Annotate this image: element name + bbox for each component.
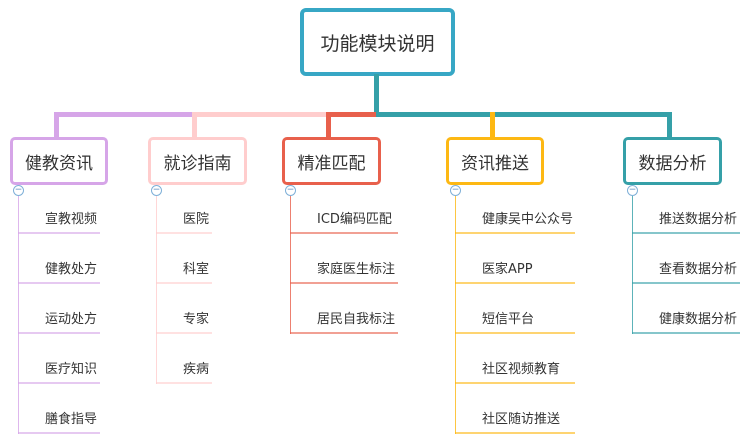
root-node[interactable]: 功能模块说明 xyxy=(300,8,455,76)
collapse-icon[interactable]: − xyxy=(627,185,638,196)
connector-line xyxy=(328,112,376,117)
connector-line xyxy=(376,112,672,117)
branch-node[interactable]: 资讯推送 xyxy=(446,137,544,185)
child-node[interactable]: 家庭医生标注 xyxy=(317,262,396,277)
child-node[interactable]: 健康数据分析 xyxy=(659,312,738,327)
branch-node[interactable]: 就诊指南 xyxy=(148,137,247,185)
collapse-icon[interactable]: − xyxy=(285,185,296,196)
collapse-icon[interactable]: − xyxy=(151,185,162,196)
child-underline xyxy=(156,282,212,284)
child-underline xyxy=(18,382,100,384)
branch-label: 精准匹配 xyxy=(297,153,366,174)
child-node[interactable]: 健教处方 xyxy=(45,262,98,277)
child-underline xyxy=(290,332,398,334)
child-underline xyxy=(18,332,100,334)
branch-label: 数据分析 xyxy=(638,153,707,174)
child-node[interactable]: 科室 xyxy=(183,262,210,277)
branch-connector xyxy=(490,112,495,138)
branch-stem xyxy=(455,196,456,434)
branch-stem xyxy=(156,196,157,384)
branch-node[interactable]: 健教资讯 xyxy=(10,137,108,185)
branch-label: 就诊指南 xyxy=(163,153,232,174)
branch-stem xyxy=(632,196,633,334)
child-node[interactable]: 医家APP xyxy=(482,262,533,277)
child-node[interactable]: 查看数据分析 xyxy=(659,262,738,277)
child-underline xyxy=(156,382,212,384)
child-node[interactable]: 推送数据分析 xyxy=(659,212,738,227)
child-underline xyxy=(156,332,212,334)
child-underline xyxy=(156,232,212,234)
child-node[interactable]: 医疗知识 xyxy=(45,362,98,377)
child-underline xyxy=(290,282,398,284)
child-node[interactable]: 社区随访推送 xyxy=(482,412,561,427)
root-connector xyxy=(374,74,379,114)
root-label: 功能模块说明 xyxy=(320,32,435,55)
child-underline xyxy=(455,232,575,234)
branch-node[interactable]: 数据分析 xyxy=(623,137,722,185)
branch-connector xyxy=(326,112,331,138)
branch-node[interactable]: 精准匹配 xyxy=(282,137,381,185)
child-underline xyxy=(632,232,740,234)
collapse-icon[interactable]: − xyxy=(450,185,461,196)
child-node[interactable]: 宣教视频 xyxy=(45,212,98,227)
child-underline xyxy=(455,432,575,434)
connector-line xyxy=(194,112,328,117)
child-node[interactable]: 运动处方 xyxy=(45,312,98,327)
branch-connector xyxy=(192,112,197,138)
branch-connector xyxy=(54,112,59,138)
branch-label: 资讯推送 xyxy=(461,153,529,174)
child-underline xyxy=(18,432,100,434)
child-node[interactable]: 医院 xyxy=(183,212,210,227)
child-underline xyxy=(18,282,100,284)
connector-line xyxy=(55,112,194,117)
child-underline xyxy=(290,232,398,234)
child-node[interactable]: 膳食指导 xyxy=(45,412,98,427)
child-underline xyxy=(18,232,100,234)
branch-label: 健教资讯 xyxy=(25,153,93,174)
child-underline xyxy=(455,382,575,384)
branch-stem xyxy=(18,196,19,434)
child-node[interactable]: 短信平台 xyxy=(482,312,535,327)
child-node[interactable]: 专家 xyxy=(183,312,210,327)
child-node[interactable]: 居民自我标注 xyxy=(317,312,396,327)
branch-stem xyxy=(290,196,291,334)
child-node[interactable]: 社区视频教育 xyxy=(482,362,561,377)
child-underline xyxy=(632,282,740,284)
branch-connector xyxy=(667,112,672,138)
child-node[interactable]: 健康吴中公众号 xyxy=(482,212,574,227)
child-node[interactable]: 疾病 xyxy=(183,362,210,377)
collapse-icon[interactable]: − xyxy=(13,185,24,196)
child-node[interactable]: ICD编码匹配 xyxy=(317,212,392,227)
child-underline xyxy=(632,332,740,334)
child-underline xyxy=(455,332,575,334)
child-underline xyxy=(455,282,575,284)
